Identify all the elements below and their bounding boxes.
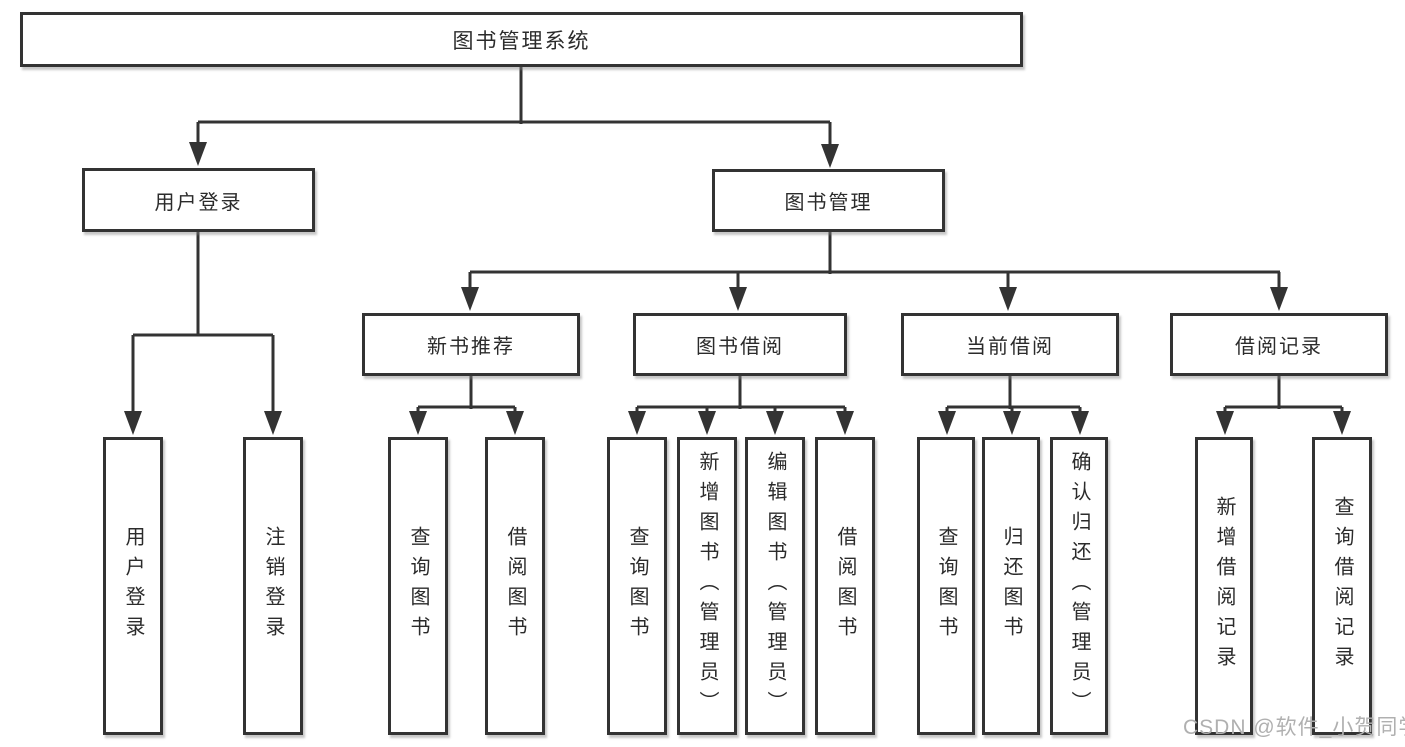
node-logout-action: 注销登录 bbox=[243, 437, 303, 735]
node-new-book-recommendation: 新书推荐 bbox=[362, 313, 580, 376]
node-borrow-books-recommend: 借阅图书 bbox=[485, 437, 545, 735]
node-query-books-recommend: 查询图书 bbox=[388, 437, 448, 735]
node-confirm-return-admin: 确认归还（管理员） bbox=[1050, 437, 1108, 735]
arrowheads bbox=[124, 142, 1351, 435]
node-user-login-action: 用户登录 bbox=[103, 437, 163, 735]
node-query-borrow-record: 查询借阅记录 bbox=[1312, 437, 1372, 735]
node-current-borrowing: 当前借阅 bbox=[901, 313, 1119, 376]
node-add-books-admin: 新增图书（管理员） bbox=[677, 437, 737, 735]
node-edit-books-admin: 编辑图书（管理员） bbox=[745, 437, 805, 735]
node-library-management-system: 图书管理系统 bbox=[20, 12, 1023, 67]
node-borrow-books-borrowing: 借阅图书 bbox=[815, 437, 875, 735]
watermark-text: CSDN @软件_小贺同学 bbox=[1183, 716, 1405, 739]
node-book-management: 图书管理 bbox=[712, 169, 945, 232]
node-book-borrowing: 图书借阅 bbox=[633, 313, 847, 376]
node-borrowing-records: 借阅记录 bbox=[1170, 313, 1388, 376]
node-query-books-borrowing: 查询图书 bbox=[607, 437, 667, 735]
node-return-books: 归还图书 bbox=[982, 437, 1040, 735]
node-add-borrow-record: 新增借阅记录 bbox=[1195, 437, 1253, 735]
node-user-login: 用户登录 bbox=[82, 168, 315, 232]
node-query-books-current: 查询图书 bbox=[917, 437, 975, 735]
